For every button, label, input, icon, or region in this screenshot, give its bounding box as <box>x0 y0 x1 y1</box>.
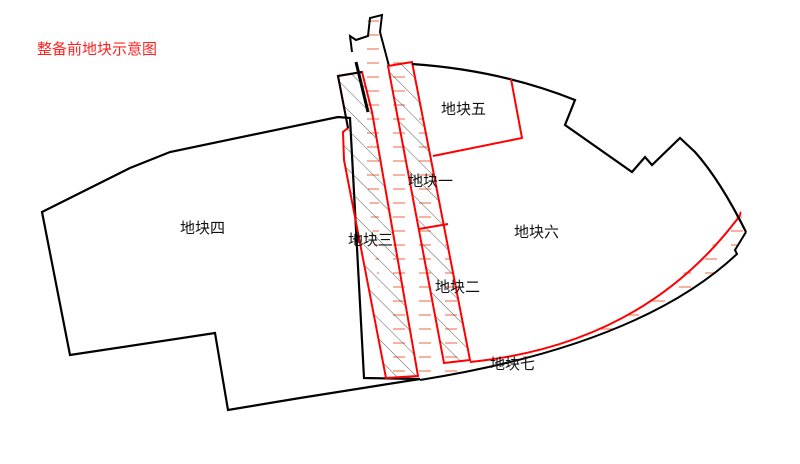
block-5-area <box>432 78 524 157</box>
block-3-label: 地块三 <box>348 231 393 249</box>
block-3-top-boundary <box>336 71 363 129</box>
block-1-2-area <box>386 60 472 365</box>
block-3-area <box>336 70 420 380</box>
block-7-outer-boundary <box>419 231 747 381</box>
strip-top-boundary <box>348 13 390 67</box>
block-1-label: 地块一 <box>408 172 453 190</box>
north-east-boundary <box>411 62 747 233</box>
block-4-label: 地块四 <box>180 219 225 237</box>
block-1-2-divider <box>418 223 449 230</box>
block-7-label: 地块七 <box>490 355 535 373</box>
block-7-inner-edge <box>469 211 742 363</box>
diagram-title: 整备前地块示意图 <box>37 40 158 58</box>
block-2-label: 地块二 <box>435 278 480 296</box>
block-5-label: 地块五 <box>441 100 486 118</box>
block-6-label: 地块六 <box>514 223 559 241</box>
